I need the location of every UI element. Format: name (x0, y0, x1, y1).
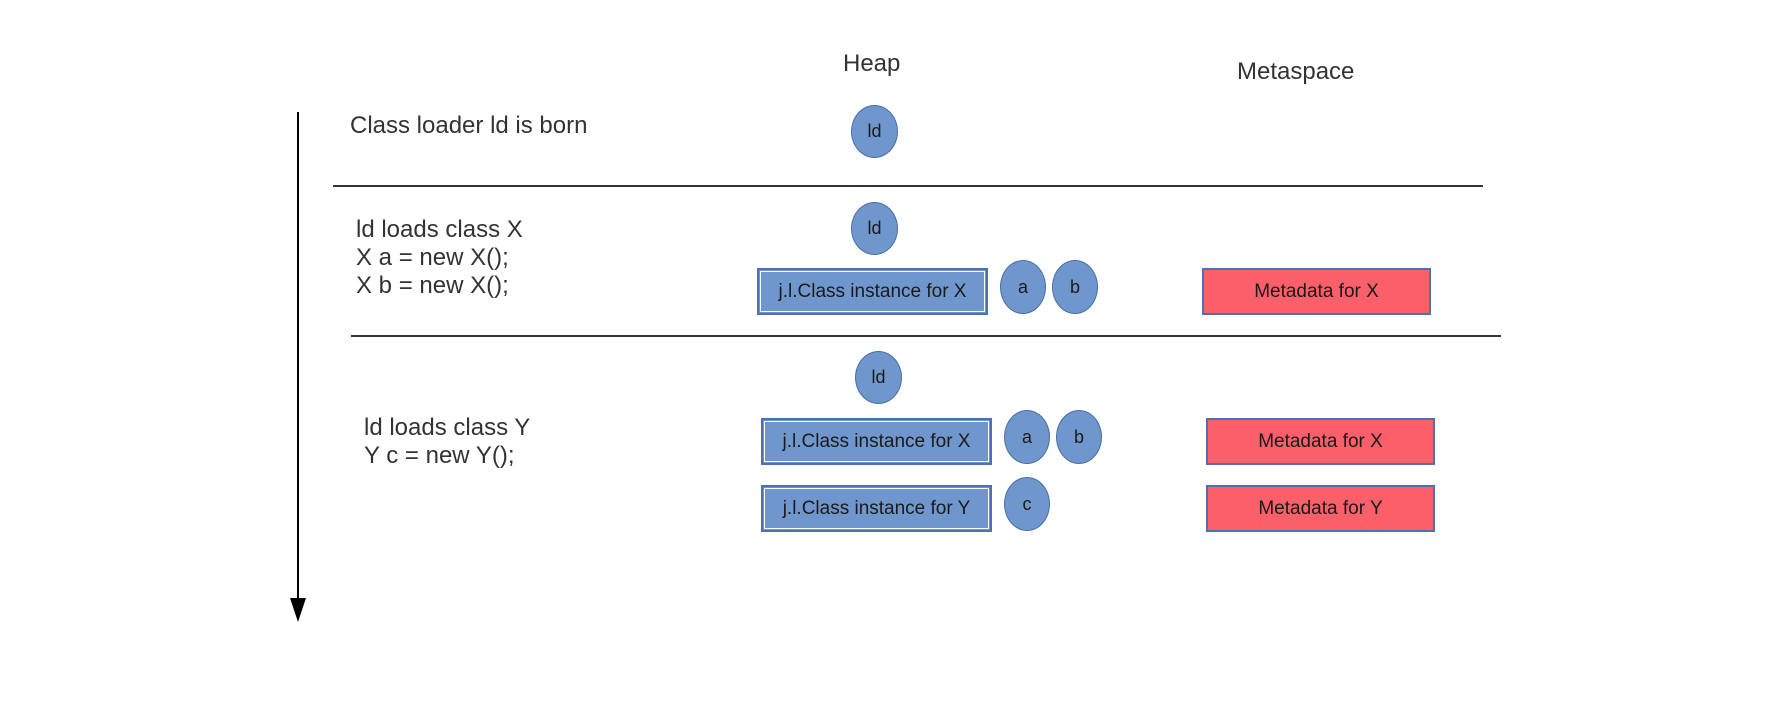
stage-divider-2 (351, 335, 1501, 337)
stage-1-loader-circle: ld (851, 105, 898, 158)
stage-3-class-instance-y: j.l.Class instance for Y (761, 485, 992, 532)
stage-3-metadata-x: Metadata for X (1206, 418, 1435, 465)
stage-3-metadata-y: Metadata for Y (1206, 485, 1435, 532)
stage-3-object-b: b (1056, 410, 1102, 464)
stage-3-class-instance-x: j.l.Class instance for X (761, 418, 992, 465)
metaspace-column-header: Metaspace (1237, 58, 1355, 85)
stage-2-loader-circle: ld (851, 202, 898, 255)
stage-3-loader-circle: ld (855, 351, 902, 404)
stage-3-line-2: Y c = new Y(); (364, 442, 515, 469)
stage-3-object-a: a (1004, 410, 1050, 464)
stage-1-line-1: Class loader ld is born (350, 112, 588, 139)
stage-2-line-3: X b = new X(); (356, 272, 509, 299)
stage-2-object-a: a (1000, 260, 1046, 314)
stage-divider-1 (333, 185, 1483, 187)
heap-column-header: Heap (843, 50, 901, 77)
stage-2-class-instance-x: j.l.Class instance for X (757, 268, 988, 315)
timeline-line (297, 112, 299, 602)
stage-2-line-1: ld loads class X (356, 216, 523, 243)
stage-2-description: ld loads class X X a = new X(); X b = ne… (356, 216, 523, 300)
stage-2-line-2: X a = new X(); (356, 244, 509, 271)
stage-3-description: ld loads class Y Y c = new Y(); (364, 414, 530, 470)
stage-1-description: Class loader ld is born (350, 112, 587, 140)
stage-2-metadata-x: Metadata for X (1202, 268, 1431, 315)
stage-3-object-c: c (1004, 477, 1050, 531)
stage-2-object-b: b (1052, 260, 1098, 314)
stage-3-line-1: ld loads class Y (364, 414, 531, 441)
timeline-arrowhead (290, 598, 306, 622)
